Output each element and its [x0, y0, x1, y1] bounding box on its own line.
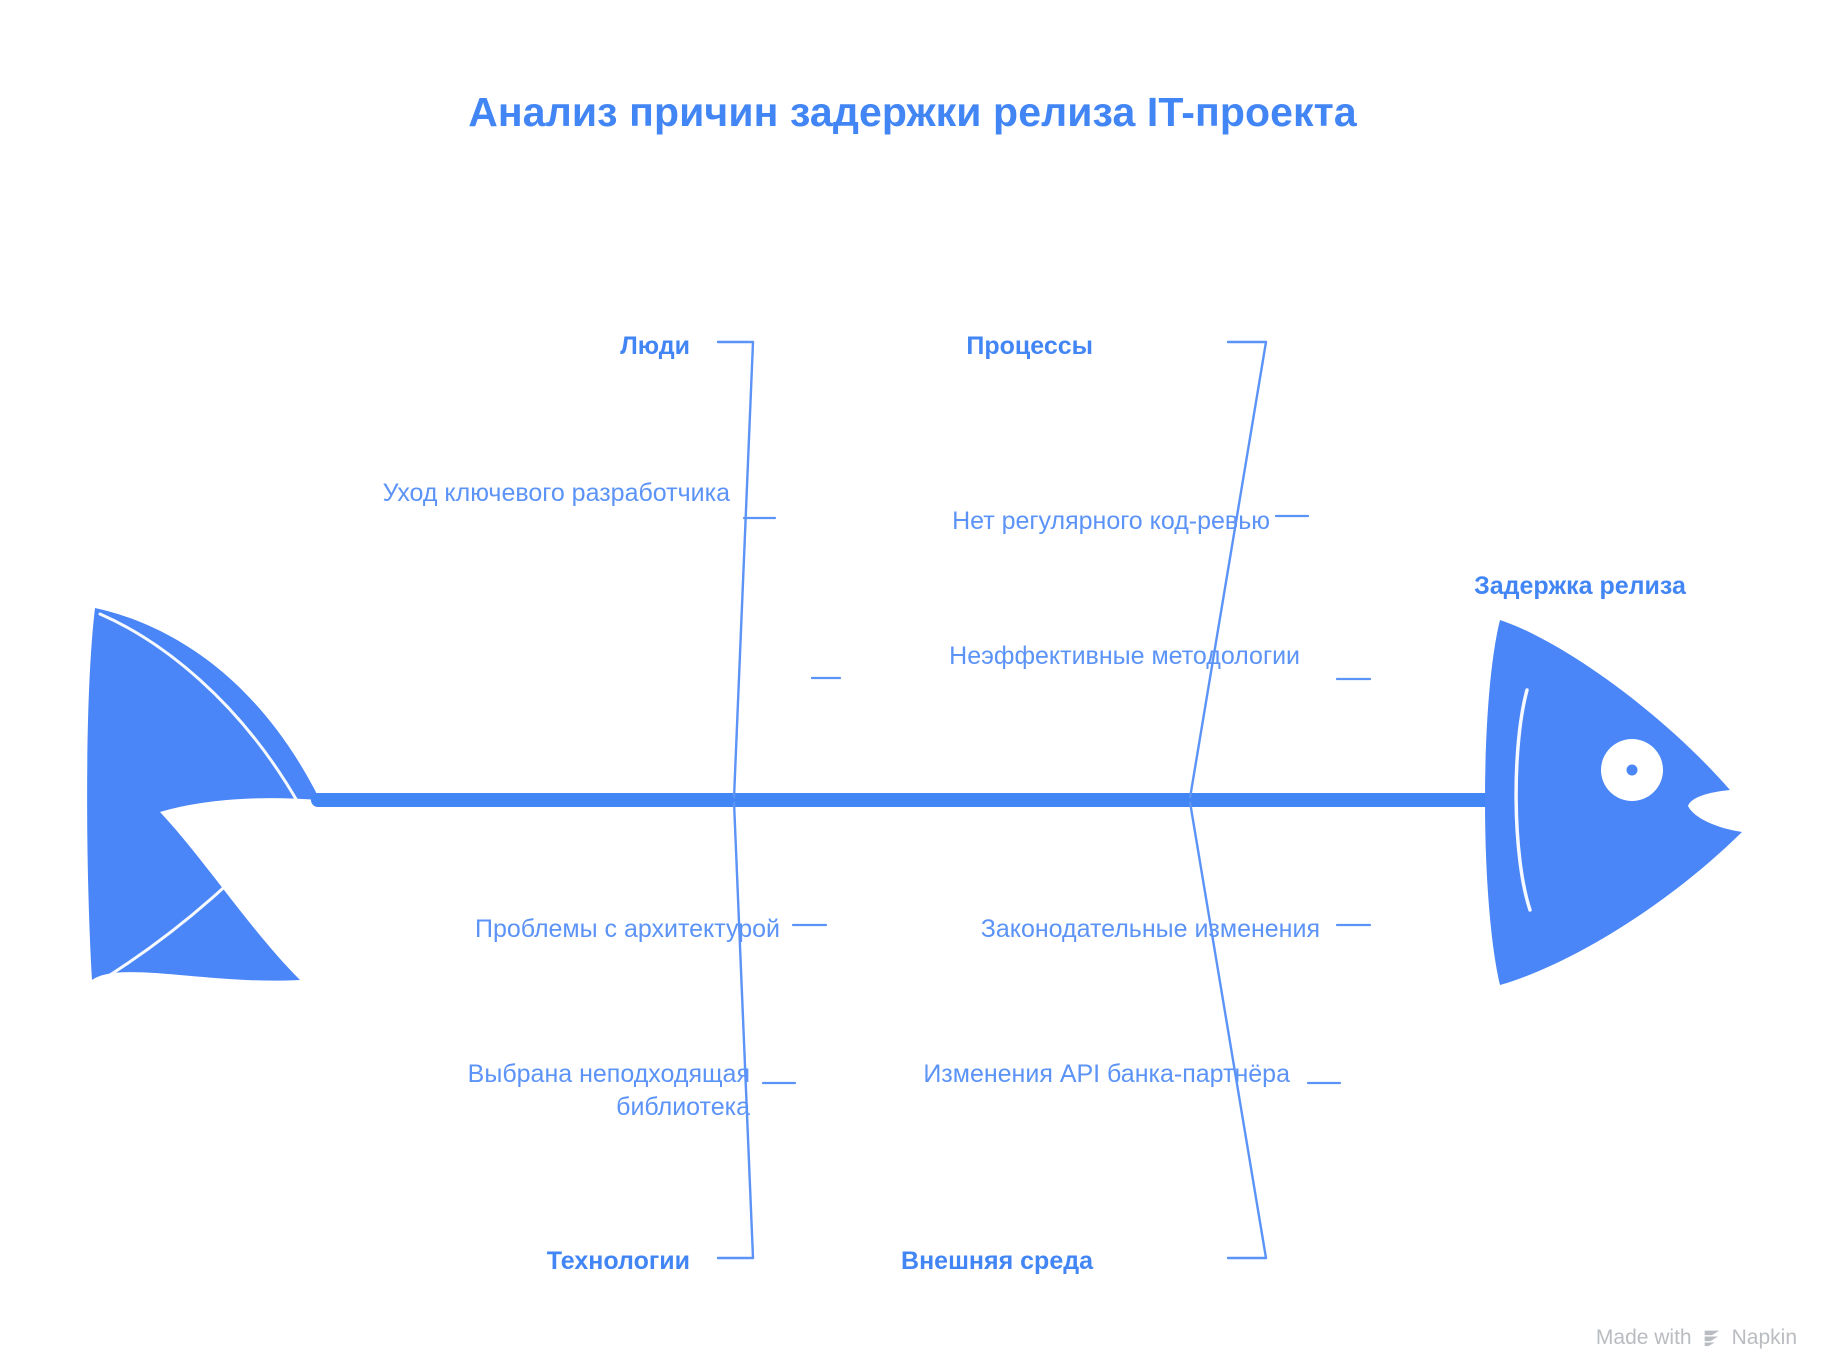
bone-technology — [716, 801, 828, 1260]
category-label-processes[interactable]: Процессы — [966, 332, 1093, 360]
cause-people-1[interactable]: Уход ключевого разработчика — [382, 479, 730, 507]
napkin-logo-icon — [1701, 1326, 1723, 1348]
fish-head — [1485, 620, 1742, 985]
cause-external-2[interactable]: Изменения API банка-партнёра — [923, 1060, 1290, 1088]
category-label-technology[interactable]: Технологии — [546, 1247, 690, 1275]
cause-processes-2[interactable]: Неэффективные методологии — [949, 642, 1300, 670]
cause-technology-2[interactable]: Выбрана неподходящая библиотека — [467, 1060, 750, 1121]
cause-technology-1[interactable]: Проблемы с архитектурой — [474, 915, 780, 943]
watermark-text: Made with — [1595, 1325, 1692, 1349]
bone-people — [716, 340, 842, 799]
bone-external — [1188, 801, 1372, 1260]
fish-tail — [87, 608, 321, 981]
category-label-people[interactable]: Люди — [620, 332, 690, 360]
cause-external-1[interactable]: Законодательные изменения — [980, 915, 1320, 943]
watermark: Made with Napkin — [1596, 1326, 1797, 1348]
cause-processes-1[interactable]: Нет регулярного код-ревью — [952, 507, 1270, 535]
category-label-external[interactable]: Внешняя среда — [901, 1247, 1093, 1275]
effect-label[interactable]: Задержка релиза — [1474, 572, 1686, 600]
page-title: Анализ причин задержки релиза IT-проекта — [468, 89, 1357, 135]
watermark-brand: Napkin — [1731, 1325, 1797, 1349]
bone-processes — [1188, 340, 1372, 799]
